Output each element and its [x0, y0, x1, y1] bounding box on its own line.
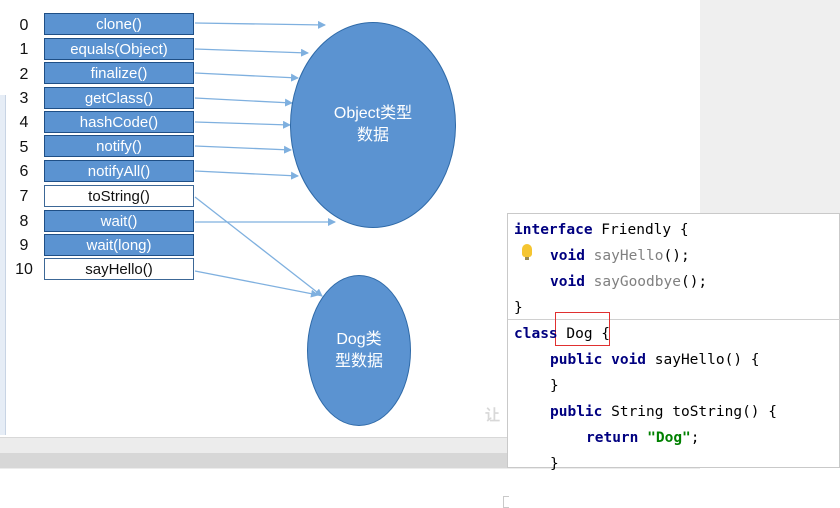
dog-data-ellipse: Dog类 型数据	[307, 275, 411, 426]
code-line: }	[550, 378, 559, 394]
method-index: 6	[19, 163, 29, 180]
arrow-sayhello	[194, 270, 319, 298]
left-panel-edge	[0, 95, 6, 435]
code-editor-panel[interactable]: interface Friendly { void sayHello(); vo…	[503, 213, 840, 508]
code-line: public String toString() {	[550, 404, 777, 420]
method-cell-wait-long: wait(long)	[44, 234, 194, 256]
method-cell-sayhello: sayHello()	[44, 258, 194, 280]
code-line: void sayHello();	[550, 248, 690, 264]
arrow-finalize	[194, 72, 299, 82]
watermark-text: 让	[485, 407, 501, 424]
method-cell-finalize: finalize()	[44, 62, 194, 84]
dog-ellipse-line2: 型数据	[334, 352, 383, 370]
object-data-ellipse: Object类型 数据	[290, 22, 456, 228]
method-index: 8	[19, 213, 29, 230]
method-index: 2	[19, 66, 29, 83]
dog-class-highlight-box	[555, 312, 610, 346]
method-index: 9	[19, 237, 29, 254]
method-cell-clone: clone()	[44, 13, 194, 35]
method-cell-wait: wait()	[44, 210, 194, 232]
lightbulb-icon[interactable]	[522, 244, 532, 260]
code-line: class Dog {	[514, 326, 611, 342]
method-cell-tostring: toString()	[44, 185, 194, 207]
code-line: }	[514, 300, 523, 316]
code-line: return "Dog";	[586, 430, 700, 446]
method-index: 4	[19, 114, 29, 131]
method-index: 0	[19, 17, 29, 34]
code-line: void sayGoodbye();	[550, 274, 708, 290]
arrow-equals	[194, 48, 309, 57]
arrows-layer	[194, 20, 336, 298]
arrow-notifyall	[194, 170, 299, 180]
dog-ellipse-line1: Dog类	[336, 330, 382, 348]
code-line: }	[550, 456, 559, 472]
code-line: interface Friendly {	[514, 222, 689, 238]
arrow-clone	[194, 20, 326, 29]
method-cell-getclass: getClass()	[44, 87, 194, 109]
code-separator	[508, 319, 840, 320]
method-cell-notifyall: notifyAll()	[44, 160, 194, 182]
method-index: 1	[19, 41, 29, 58]
method-cell-equals: equals(Object)	[44, 38, 194, 60]
arrow-getclass	[194, 97, 293, 107]
object-ellipse-line2: 数据	[356, 127, 389, 144]
method-index: 10	[15, 261, 33, 278]
method-index: 7	[19, 188, 29, 205]
arrow-tostring	[194, 196, 323, 297]
code-line: public void sayHello() {	[550, 352, 760, 368]
arrow-notify	[194, 145, 292, 154]
method-index: 3	[19, 90, 29, 107]
method-cell-hashcode: hashCode()	[44, 111, 194, 133]
method-index: 5	[19, 139, 29, 156]
object-ellipse-line1: Object类型	[333, 105, 413, 122]
method-cell-notify: notify()	[44, 135, 194, 157]
arrow-hashcode	[194, 120, 291, 129]
